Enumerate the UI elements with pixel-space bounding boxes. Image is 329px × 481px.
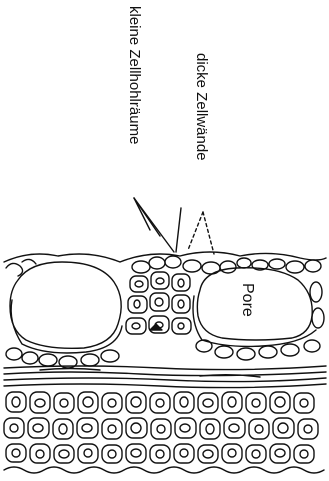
label-small-cell-lumens: kleine Zellhohlräume: [126, 6, 143, 144]
label-pore: Pore: [238, 283, 256, 317]
pore-margin-cells: [6, 282, 324, 368]
label-thick-cell-walls: dicke Zellwände: [193, 53, 210, 161]
tissue-lower-edge: [4, 467, 324, 473]
central-cell-cluster: [126, 272, 191, 334]
cell-row-1: [6, 392, 314, 413]
cell-row-2: [4, 418, 318, 439]
fibre-band: [4, 366, 326, 388]
left-vessel: [10, 262, 121, 348]
lower-cell-rows: [4, 392, 324, 473]
leader-lines: [134, 198, 214, 254]
cell-row-3: [6, 444, 314, 463]
upper-small-cells: [6, 256, 321, 276]
